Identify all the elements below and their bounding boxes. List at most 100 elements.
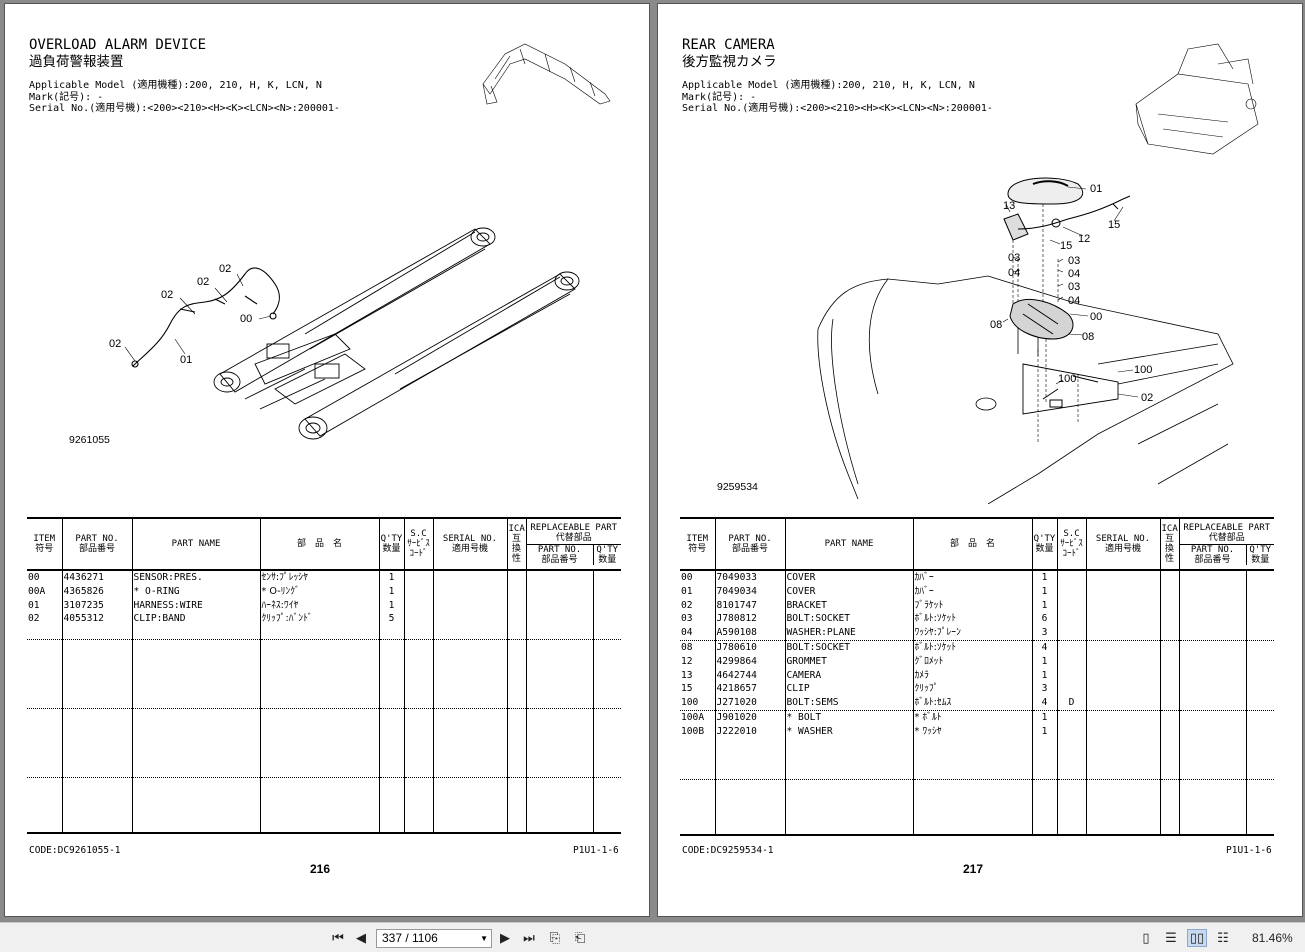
- cell-name: BOLT:SEMS: [784, 696, 913, 711]
- cell-name-jp: [259, 805, 379, 820]
- cell-item: 00: [28, 572, 40, 583]
- cell-name: [784, 793, 913, 808]
- cell-name: WASHER:PLANE: [784, 626, 913, 641]
- table-row-empty: [27, 653, 621, 668]
- table-row-empty: [27, 750, 621, 765]
- cell-item: [680, 794, 715, 808]
- zoom-level[interactable]: 81.46%: [1252, 931, 1293, 945]
- cell-item: [27, 681, 62, 695]
- cell-sc: [403, 667, 433, 682]
- callout: 04: [1008, 267, 1020, 279]
- cell-name-jp: [912, 738, 1032, 753]
- page-left: OVERLOAD ALARM DEVICE 過負荷警報装置 Applicable…: [4, 3, 650, 917]
- cell-part-no: [61, 667, 132, 682]
- cell-qty: [378, 736, 404, 751]
- cell-qty: [378, 764, 404, 779]
- cell-part-no: [61, 819, 132, 835]
- cell-item: [27, 806, 62, 820]
- cell-serial: [432, 708, 507, 723]
- cell-name: GROMMET: [784, 654, 913, 669]
- cell-ica: [1159, 793, 1179, 808]
- cell-part-no: A590108: [714, 626, 785, 641]
- cell-rep-no: [525, 708, 593, 723]
- cell-rep-qty: [1245, 821, 1274, 837]
- table-row-empty: [680, 793, 1274, 808]
- cell-serial: [432, 681, 507, 696]
- cell-name: BOLT:SOCKET: [784, 640, 913, 655]
- single-page-icon[interactable]: ▯: [1142, 930, 1150, 946]
- cell-item: [27, 723, 62, 737]
- cell-rep-qty: [1245, 682, 1274, 697]
- cell-name-jp: [912, 779, 1032, 794]
- cell-ica: [506, 598, 526, 613]
- callout: 04: [1068, 295, 1080, 307]
- cell-sc: [1056, 807, 1086, 822]
- cell-serial: [1085, 738, 1160, 753]
- page-number-input[interactable]: 337 / 1106▼: [376, 929, 492, 948]
- prev-view-icon[interactable]: ⎘: [549, 930, 561, 946]
- cell-qty: [378, 626, 404, 641]
- cell-serial: [1085, 807, 1160, 822]
- cell-name: CLIP: [784, 682, 913, 697]
- cell-serial: [432, 667, 507, 682]
- cell-name-jp: ﾌﾞﾗｹｯﾄ: [912, 598, 1032, 613]
- table-row-empty: [27, 681, 621, 696]
- two-page-continuous-icon[interactable]: ☷: [1217, 930, 1229, 946]
- cell-qty: [1031, 807, 1057, 822]
- two-page-icon[interactable]: ▯▯: [1187, 929, 1207, 947]
- table-row-empty: [27, 805, 621, 820]
- cell-part-no: 4642744: [714, 668, 785, 683]
- cell-sc: [1056, 724, 1086, 739]
- prev-page-icon[interactable]: ◀: [356, 930, 366, 946]
- last-page-icon[interactable]: ⏭: [523, 930, 535, 946]
- cell-name: [131, 681, 260, 696]
- cell-serial: [432, 695, 507, 710]
- document-viewer[interactable]: OVERLOAD ALARM DEVICE 過負荷警報装置 Applicable…: [0, 0, 1305, 922]
- cell-part-no: [61, 639, 132, 654]
- callout: 01: [180, 354, 192, 366]
- cell-name: [131, 708, 260, 723]
- next-view-icon[interactable]: ⎗: [574, 930, 586, 946]
- cell-qty: 4: [1031, 696, 1057, 711]
- cell-ica: [506, 681, 526, 696]
- cell-ica: [506, 805, 526, 820]
- cell-sc: [403, 639, 433, 654]
- cell-item: 01: [681, 585, 693, 597]
- chevron-down-icon[interactable]: ▼: [480, 934, 488, 943]
- page-number: 216: [310, 862, 331, 876]
- cell-name-jp: ｶﾊﾞｰ: [912, 584, 1032, 599]
- cell-name-jp: ｶﾒﾗ: [912, 668, 1032, 683]
- cell-part-no: [61, 750, 132, 765]
- cell-item: [680, 780, 715, 794]
- cell-rep-qty: [1245, 598, 1274, 613]
- camera-parts: [1003, 177, 1131, 415]
- cell-serial: [1085, 682, 1160, 697]
- cell-sc: [1056, 570, 1086, 585]
- cell-qty: 5: [378, 612, 404, 627]
- cell-name-jp: [259, 653, 379, 668]
- table-row-empty: [680, 752, 1274, 767]
- cell-ica: [1159, 710, 1179, 725]
- leader-lines: [124, 273, 272, 362]
- cell-name-jp: * ﾎﾞﾙﾄ: [912, 710, 1032, 725]
- cell-qty: 1: [378, 584, 404, 599]
- parts-drawing: 02 02 02 02 00 01: [109, 43, 611, 440]
- table-row-empty: [27, 639, 621, 654]
- cell-sc: [1056, 738, 1086, 753]
- first-page-icon[interactable]: ⏮: [332, 930, 344, 946]
- cell-name-jp: [912, 807, 1032, 822]
- cell-name: [131, 750, 260, 765]
- next-page-icon[interactable]: ▶: [500, 930, 510, 946]
- continuous-icon[interactable]: ☰: [1165, 930, 1177, 946]
- cell-part-no: 4218657: [714, 682, 785, 697]
- cell-name: [784, 807, 913, 822]
- cell-ica: [506, 750, 526, 765]
- cell-rep-no: [1178, 724, 1246, 739]
- cell-rep-no: [525, 612, 593, 627]
- cell-part-no: [714, 766, 785, 781]
